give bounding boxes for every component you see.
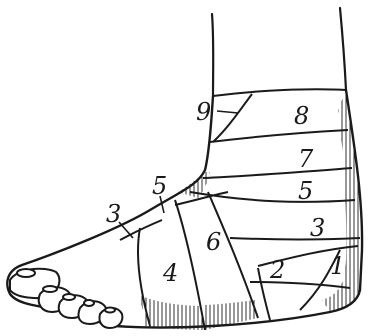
label-6: 6: [206, 228, 221, 256]
turn-9-diagonal: [213, 94, 252, 142]
label-5b: 5: [298, 177, 313, 205]
label-4: 4: [162, 259, 178, 287]
label-8: 8: [294, 102, 309, 130]
toenail-2: [43, 286, 57, 292]
toes: [10, 269, 122, 328]
band-2-diagonal: [258, 268, 270, 320]
bandage-turns: [120, 89, 360, 330]
turn-3-back: [190, 192, 355, 202]
label-3b: 3: [310, 214, 325, 242]
turn-8: [213, 89, 346, 96]
toenail-5: [105, 308, 115, 313]
label-3a: 3: [106, 200, 121, 228]
turn-lower: [230, 238, 360, 240]
leg: [212, 8, 346, 96]
toenail-4: [84, 300, 94, 306]
label-1: 1: [330, 252, 345, 280]
turn-5-back: [203, 168, 352, 178]
label-9: 9: [196, 98, 211, 126]
figure-eight-lower: [250, 282, 350, 288]
label-5a: 5: [152, 172, 167, 200]
label-7: 7: [298, 145, 314, 173]
leader-9: [217, 111, 238, 113]
toenail-3: [63, 294, 75, 300]
toenail-big: [17, 269, 35, 277]
label-2: 2: [269, 256, 285, 284]
turn-7: [210, 130, 348, 142]
